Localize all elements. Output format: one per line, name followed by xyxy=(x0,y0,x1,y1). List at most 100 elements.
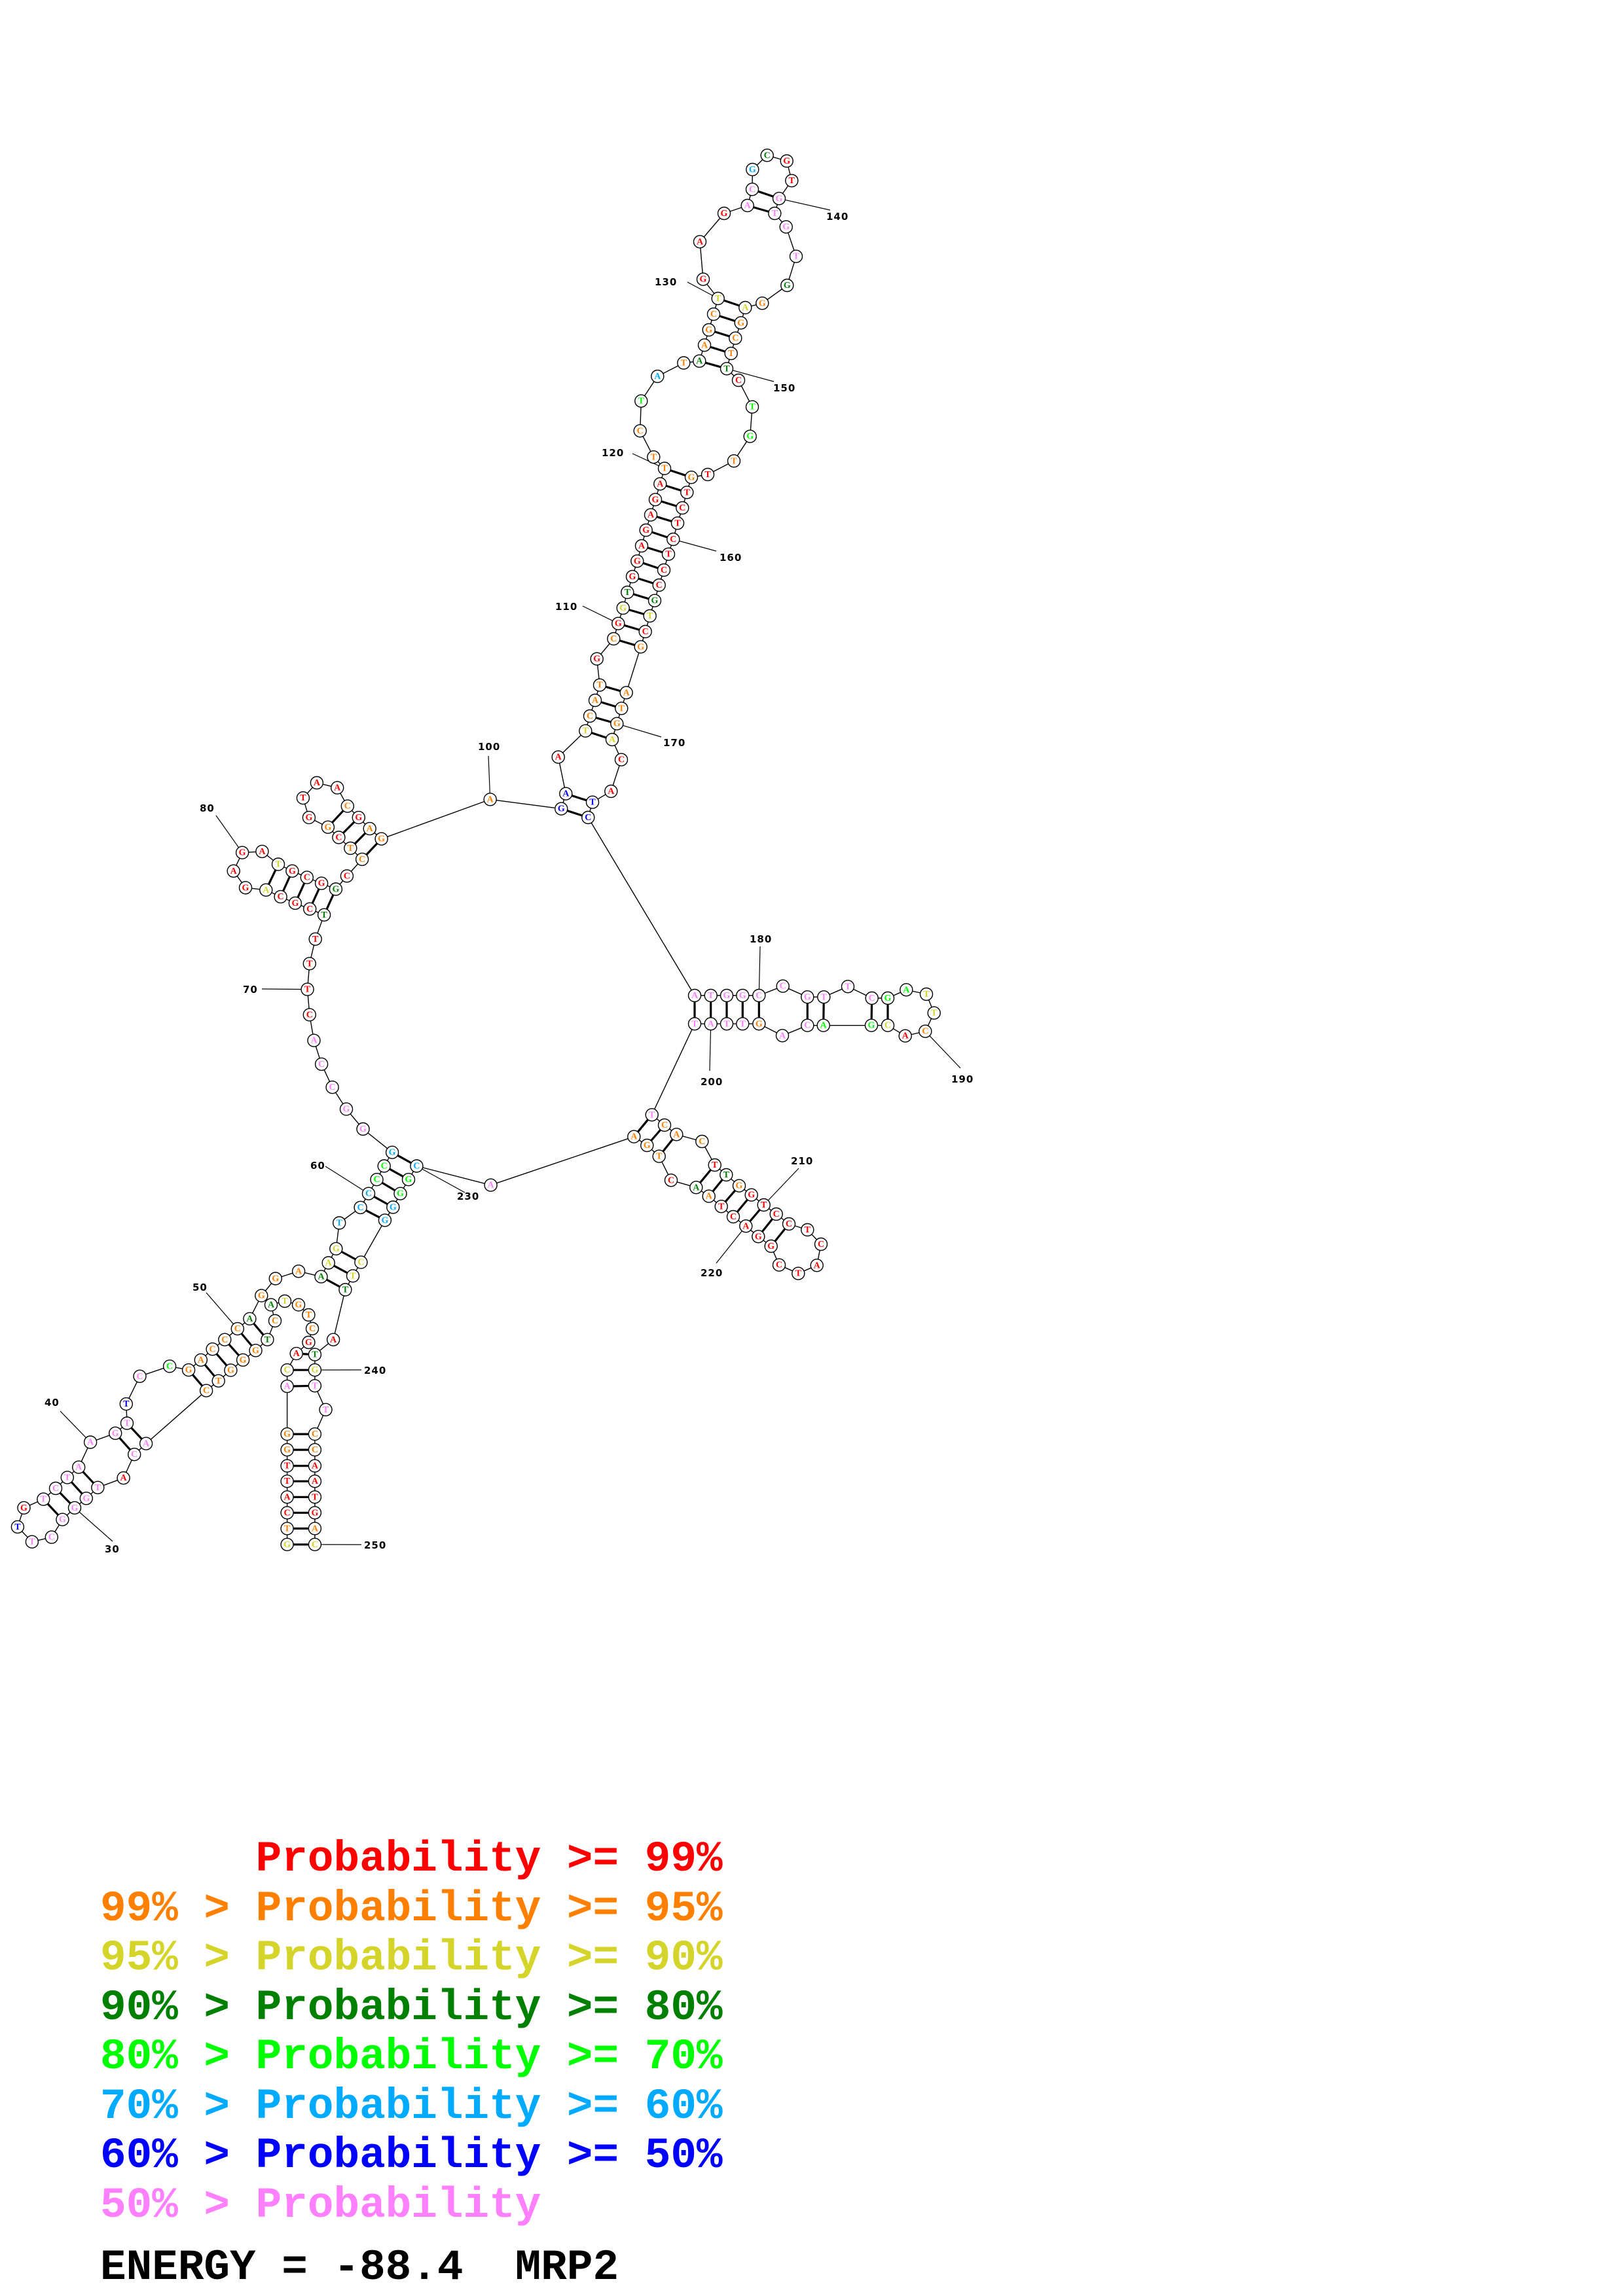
nucleotide-letter: T xyxy=(704,470,711,480)
nucleotide: T xyxy=(720,1017,734,1031)
nucleotide-letter: A xyxy=(310,1036,318,1046)
nucleotide: G xyxy=(720,988,734,1003)
nucleotide-circle xyxy=(280,1537,294,1552)
backbone-segment xyxy=(381,798,490,840)
nucleotide-letter: T xyxy=(304,985,311,995)
nucleotide-circle xyxy=(757,1198,771,1212)
nucleotide: G xyxy=(314,876,329,890)
nucleotide-circle xyxy=(268,1314,282,1328)
nucleotide-circle xyxy=(801,1018,814,1032)
nucleotide-letter: G xyxy=(305,813,312,823)
nucleotide-circle xyxy=(289,1346,303,1361)
nucleotide-circle xyxy=(881,1018,895,1032)
nucleotide: G xyxy=(181,1363,196,1377)
nucleotide: A xyxy=(739,300,752,315)
nucleotide-circle xyxy=(900,983,913,997)
nucleotide-letter: A xyxy=(312,1477,319,1486)
nucleotide-letter: A xyxy=(592,696,599,706)
nucleotide-circle xyxy=(780,278,794,293)
nucleotide: C xyxy=(729,331,742,345)
nucleotide-circle xyxy=(661,547,676,561)
nucleotide-circle xyxy=(729,331,742,345)
nucleotide: C xyxy=(814,1237,828,1251)
nucleotide-circle xyxy=(657,563,671,577)
nucleotide-letter: G xyxy=(723,991,731,1001)
nucleotide: G xyxy=(238,881,253,895)
nucleotide: T xyxy=(711,291,725,306)
nucleotide-circle xyxy=(670,516,685,530)
nucleotide-circle xyxy=(739,1219,753,1233)
nucleotide-letter: A xyxy=(697,237,704,247)
nucleotide-letter: C xyxy=(131,1450,137,1460)
nucleotide-letter: A xyxy=(623,688,630,698)
position-label: 70 xyxy=(243,984,258,996)
nucleotide-letter: T xyxy=(684,488,691,497)
nucleotide-letter: A xyxy=(657,479,664,489)
nucleotide: G xyxy=(235,846,249,859)
nucleotide-circle xyxy=(610,717,624,730)
nucleotide: A xyxy=(551,750,565,764)
nucleotide-circle xyxy=(633,424,647,438)
nucleotide-letter: A xyxy=(903,985,910,995)
nucleotide: C xyxy=(361,1187,376,1200)
nucleotide-circle xyxy=(352,810,365,825)
nucleotide: A xyxy=(71,1460,86,1474)
nucleotide-circle xyxy=(339,1102,354,1116)
nucleotide-circle xyxy=(227,864,240,878)
nucleotide-letter: A xyxy=(647,511,655,520)
nucleotide-letter: T xyxy=(793,252,799,262)
nucleotide-circle xyxy=(634,394,648,408)
nucleotide-circle xyxy=(630,554,644,568)
nucleotide-circle xyxy=(331,781,344,795)
nucleotide-circle xyxy=(321,1256,335,1270)
nucleotide-letter: A xyxy=(488,1181,495,1191)
nucleotide-circle xyxy=(91,1480,105,1495)
position-leader-line xyxy=(215,815,243,853)
nucleotide-letter: C xyxy=(234,1324,241,1334)
nucleotide-circle xyxy=(792,1266,805,1280)
position-label: 220 xyxy=(701,1267,723,1279)
nucleotide-circle xyxy=(356,1122,370,1136)
nucleotide-circle xyxy=(377,1159,391,1173)
position-label: 50 xyxy=(192,1282,208,1293)
nucleotide-letter: T xyxy=(923,990,930,999)
nucleotide-letter: A xyxy=(701,340,708,350)
nucleotide: G xyxy=(743,429,757,443)
nucleotide-circle xyxy=(919,987,934,1001)
nucleotide: G xyxy=(746,162,759,177)
nucleotide-circle xyxy=(268,1272,282,1285)
position-label: 120 xyxy=(602,447,624,459)
nucleotide-circle xyxy=(181,1363,196,1377)
nucleotide-circle xyxy=(410,1159,424,1173)
nucleotide-letter: G xyxy=(688,473,695,482)
nucleotide: A xyxy=(693,235,707,249)
nucleotide-letter: T xyxy=(625,588,631,598)
nucleotide-letter: A xyxy=(268,1300,275,1310)
nucleotide-circle xyxy=(634,539,649,553)
position-label: 210 xyxy=(791,1155,813,1167)
nucleotide-letter: G xyxy=(634,556,641,566)
nucleotide: T xyxy=(817,990,831,1004)
nucleotide: G xyxy=(79,1492,94,1505)
nucleotide-circle xyxy=(696,272,710,286)
nucleotide-circle xyxy=(720,1168,733,1182)
nucleotide-circle xyxy=(288,896,302,910)
nucleotide: T xyxy=(593,678,607,692)
nucleotide-letter: C xyxy=(756,991,762,1001)
nucleotide-letter: C xyxy=(284,1365,291,1375)
nucleotide-letter: A xyxy=(902,1031,909,1041)
nucleotide-circle xyxy=(484,1178,498,1192)
nucleotide-letter: G xyxy=(784,281,791,291)
nucleotide-letter: T xyxy=(718,1202,725,1211)
nucleotide-letter: T xyxy=(795,1269,802,1279)
nucleotide-letter: G xyxy=(746,432,754,442)
position-label: 60 xyxy=(310,1160,325,1172)
nucleotide-letter: T xyxy=(656,1152,663,1162)
legend-row-3: 90% > Probability >= 80% xyxy=(100,1983,723,2032)
nucleotide: T xyxy=(25,1535,39,1549)
nucleotide: C xyxy=(726,1210,740,1224)
nucleotide-letter: C xyxy=(359,855,365,865)
nucleotide-circle xyxy=(483,793,497,806)
nucleotide-circle xyxy=(727,454,741,468)
nucleotide-circle xyxy=(744,1188,758,1202)
